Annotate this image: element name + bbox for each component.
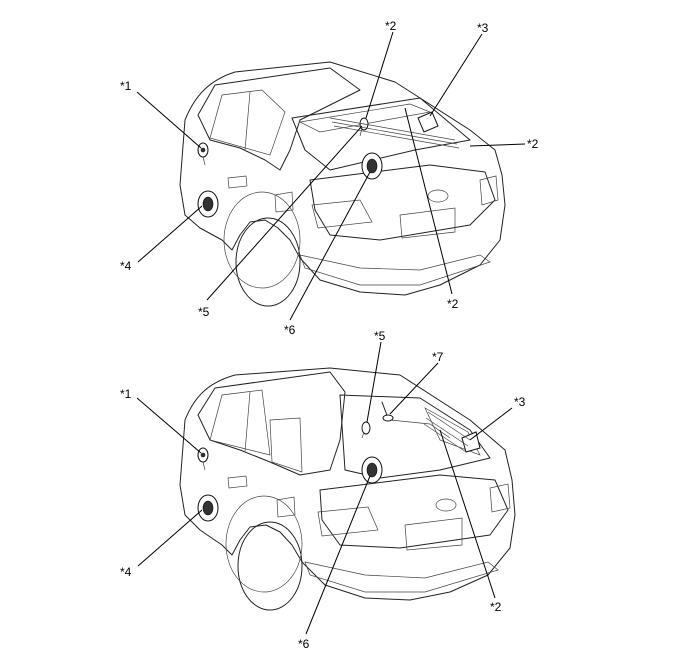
wagon-emblem	[435, 498, 457, 512]
callout-3-top: *3	[477, 21, 489, 35]
callout-3-bottom: *3	[514, 395, 526, 409]
wagon-rear-bumper	[304, 561, 499, 593]
sedan-part-2-window-lines	[329, 117, 460, 149]
wagon-roof	[197, 371, 346, 476]
sedan-view	[179, 61, 506, 307]
wagon-rear-wheel-arch	[225, 495, 303, 593]
sedan-leader-lines	[136, 31, 526, 321]
sedan-body-outline	[179, 61, 506, 296]
callout-6-top: *6	[284, 323, 296, 337]
sedan-emblem	[427, 189, 449, 203]
sedan-door-handle	[227, 175, 248, 189]
sedan-plate-recess	[399, 207, 456, 239]
wagon-b-pillar	[244, 391, 251, 453]
callout-5-bottom: *5	[374, 329, 386, 343]
callout-5-top: *5	[198, 305, 210, 319]
sedan-rear-window	[291, 97, 471, 171]
sedan-rear-wheel	[235, 217, 301, 307]
callout-2-bottom: *2	[490, 600, 502, 614]
sedan-rear-wheel-arch	[223, 191, 301, 289]
sedan-right-tail-light	[479, 175, 499, 206]
sedan-part-3	[417, 111, 439, 133]
wagon-tailgate-opening	[339, 394, 491, 479]
callout-1-top: *1	[120, 79, 132, 93]
wagon-tailgate-glass	[424, 407, 481, 456]
callout-4-top: *4	[120, 259, 132, 273]
callout-2b-top: *2	[527, 137, 539, 151]
callout-2a-top: *2	[385, 19, 397, 33]
sedan-trunk-lid	[309, 164, 496, 241]
wagon-door-handle	[227, 475, 248, 489]
callout-7-bottom: *7	[432, 350, 444, 364]
callout-6-bottom: *6	[298, 637, 310, 651]
wagon-part-7-antenna	[381, 401, 451, 439]
wagon-part-2-window-lines	[423, 411, 471, 453]
wagon-right-tail-light	[489, 483, 511, 513]
callout-4-bottom: *4	[120, 565, 132, 579]
sedan-roof	[197, 67, 361, 171]
wagon-part-4	[197, 494, 219, 522]
wagon-quarter-glass	[269, 417, 303, 473]
sedan-fuel-door	[274, 191, 294, 213]
sedan-part-4	[197, 190, 219, 218]
wagon-plate-recess	[404, 517, 463, 551]
sedan-rear-door-glass	[209, 89, 286, 156]
wagon-part-6	[361, 456, 383, 484]
sedan-left-tail-light	[311, 199, 373, 229]
callout-1-bottom: *1	[120, 387, 132, 401]
sedan-package-tray	[298, 103, 432, 133]
wagon-fuel-door	[276, 496, 296, 518]
callout-2c-top: *2	[447, 297, 459, 311]
wagon-hatch-lower	[319, 474, 509, 549]
wagon-rear-door-glass	[209, 389, 271, 456]
sedan-rear-bumper	[299, 254, 491, 286]
wagon-part-3	[461, 431, 481, 453]
sedan-part-6	[361, 152, 383, 180]
wagon-rear-wheel	[237, 521, 303, 611]
wagon-part-1	[197, 447, 209, 471]
wagon-leader-lines	[136, 341, 513, 635]
sedan-b-pillar	[244, 91, 251, 151]
wagon-left-tail-light	[317, 506, 379, 537]
wagon-part-5	[361, 421, 371, 439]
wagon-body-outline	[179, 367, 516, 601]
wagon-view	[179, 367, 516, 611]
sedan-part-1	[197, 142, 209, 166]
